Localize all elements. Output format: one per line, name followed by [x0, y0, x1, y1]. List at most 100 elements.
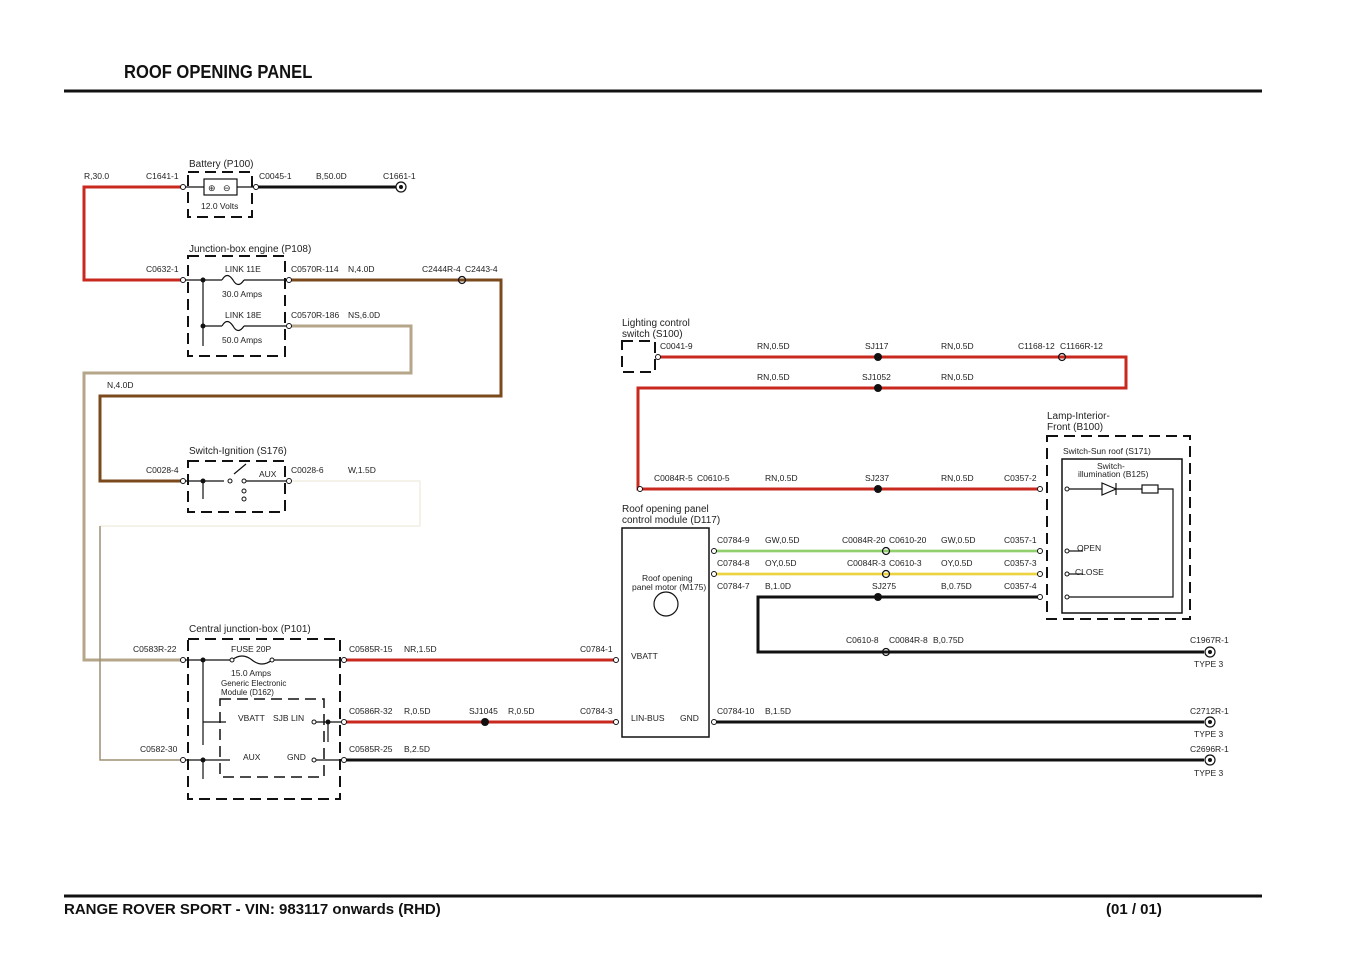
- splice-sj237: [874, 485, 882, 493]
- wire-label-nr15: NR,1.5D: [404, 644, 437, 654]
- conn-c0582: C0582-30: [140, 744, 178, 754]
- conn-c0632: C0632-1: [146, 264, 179, 274]
- link18e-amps: 50.0 Amps: [222, 335, 262, 345]
- pin-c0784-8: [711, 571, 717, 577]
- gem-aux-label: AUX: [243, 752, 261, 762]
- gem-gnd-label: GND: [287, 752, 306, 762]
- battery-minus-icon: ⊖: [223, 183, 231, 193]
- wire-label-b25: B,2.5D: [404, 744, 430, 754]
- wire-link18e-out: [82, 324, 413, 662]
- wire-label-rn-3: RN,0.5D: [757, 372, 790, 382]
- wire-label-ns6: NS,6.0D: [348, 310, 380, 320]
- pin-c0585-15: [341, 657, 347, 663]
- lighting-title-line2: switch (S100): [622, 329, 683, 340]
- conn-c0357-2: C0357-2: [1004, 473, 1037, 483]
- lamp-interior-box: [1046, 435, 1191, 620]
- battery-box: [187, 171, 253, 218]
- cjb-box: [187, 638, 341, 800]
- wire-label-w15: W,1.5D: [348, 465, 376, 475]
- battery-voltage: 12.0 Volts: [201, 201, 238, 211]
- control-module-box: [621, 527, 710, 738]
- splice-sj1052: [874, 384, 882, 392]
- inline-c2444: [457, 275, 467, 285]
- ground-c2696: [1204, 754, 1216, 766]
- conn-c0610-3: C0610-3: [889, 558, 922, 568]
- pin-c0028-4: [180, 478, 186, 484]
- fuse-20p-icon: [231, 655, 273, 665]
- close-label: CLOSE: [1075, 567, 1104, 577]
- wire-cjb-aux-feed: [99, 526, 183, 761]
- ignition-title: Switch-Ignition (S176): [189, 446, 287, 457]
- pin-c0357-3: [1037, 571, 1043, 577]
- wire-label-gw-2: GW,0.5D: [941, 535, 975, 545]
- conn-c0028-4: C0028-4: [146, 465, 179, 475]
- splice-label-sj1052: SJ1052: [862, 372, 891, 382]
- footer-vehicle-title: RANGE ROVER SPORT - VIN: 983117 onwards …: [64, 901, 441, 918]
- lighting-title-line1: Lighting control: [622, 318, 690, 329]
- pin-c0632: [180, 277, 186, 283]
- conn-c0084-3: C0084R-3: [847, 558, 886, 568]
- splice-label-sj1045: SJ1045: [469, 706, 498, 716]
- pin-c0570-114: [286, 277, 292, 283]
- pin-c0084-5: [637, 486, 643, 492]
- conn-c0357-3: C0357-3: [1004, 558, 1037, 568]
- conn-c0610-5: C0610-5: [697, 473, 730, 483]
- splice-sj275: [874, 593, 882, 601]
- module-lin-bus-label: LIN-BUS: [631, 713, 665, 723]
- led-icon: [1101, 482, 1118, 496]
- module-title-line2: control module (D117): [622, 515, 720, 526]
- conn-c2712: C2712R-1: [1190, 706, 1229, 716]
- wire-label-oy-1: OY,0.5D: [765, 558, 797, 568]
- illum-label-line2: illumination (B125): [1078, 469, 1149, 479]
- ignition-box: [187, 460, 286, 513]
- wire-label-rn-2: RN,0.5D: [941, 341, 974, 351]
- conn-c1166: C1166R-12: [1060, 341, 1103, 351]
- conn-c0084-20: C0084R-20: [842, 535, 886, 545]
- conn-c0784-10: C0784-10: [717, 706, 755, 716]
- conn-c0585-25: C0585R-25: [349, 744, 393, 754]
- wire-label-b075-a: B,0.75D: [941, 581, 972, 591]
- conn-c0583: C0583R-22: [133, 644, 177, 654]
- battery-plus-icon: ⊕: [208, 183, 216, 193]
- conn-c2696-type: TYPE 3: [1194, 768, 1224, 778]
- fuse-20p-label: FUSE 20P: [231, 644, 271, 654]
- splice-sj1045: [481, 718, 489, 726]
- conn-c0784-7: C0784-7: [717, 581, 750, 591]
- conn-c0784-1: C0784-1: [580, 644, 613, 654]
- pin-c1641: [180, 184, 186, 190]
- pin-c0583: [180, 657, 186, 663]
- wire-label-b15: B,1.5D: [765, 706, 791, 716]
- page-number: (01 / 01): [1106, 901, 1162, 918]
- lighting-switch-box: [621, 340, 656, 373]
- module-vbatt-label: VBATT: [631, 651, 658, 661]
- fuse-20p-amps: 15.0 Amps: [231, 668, 271, 678]
- wire-label-rn-5: RN,0.5D: [765, 473, 798, 483]
- wire-label-b50: B,50.0D: [316, 171, 347, 181]
- open-label: OPEN: [1077, 543, 1101, 553]
- pin-c0570-186: [286, 323, 292, 329]
- conn-c0784-3: C0784-3: [580, 706, 613, 716]
- conn-c1641: C1641-1: [146, 171, 179, 181]
- pin-c0041: [655, 354, 661, 360]
- lamp-title-line1: Lamp-Interior-: [1047, 411, 1110, 422]
- ignition-aux-label: AUX: [259, 469, 277, 479]
- wire-label-gw-1: GW,0.5D: [765, 535, 799, 545]
- wire-ignition-out: [100, 480, 421, 527]
- wire-label-n4-a: N,4.0D: [348, 264, 374, 274]
- conn-c2443: C2443-4: [465, 264, 498, 274]
- pin-c0028-6: [286, 478, 292, 484]
- wire-label-oy-2: OY,0.5D: [941, 558, 973, 568]
- jbox-engine-box: [187, 255, 286, 357]
- link18e-label: LINK 18E: [225, 310, 262, 320]
- wire-sunroof-ground: [756, 595, 1204, 654]
- conn-c0784-8: C0784-8: [717, 558, 750, 568]
- conn-c0041: C0041-9: [660, 341, 693, 351]
- illum-label-line1: Switch-: [1097, 461, 1125, 471]
- wire-label-r05-b: R,0.5D: [508, 706, 534, 716]
- link11e-amps: 30.0 Amps: [222, 289, 262, 299]
- module-gnd-label: GND: [680, 713, 699, 723]
- inline-c0610-8: [881, 647, 891, 657]
- motor-label-line1: Roof opening: [642, 573, 693, 583]
- conn-c0784-9: C0784-9: [717, 535, 750, 545]
